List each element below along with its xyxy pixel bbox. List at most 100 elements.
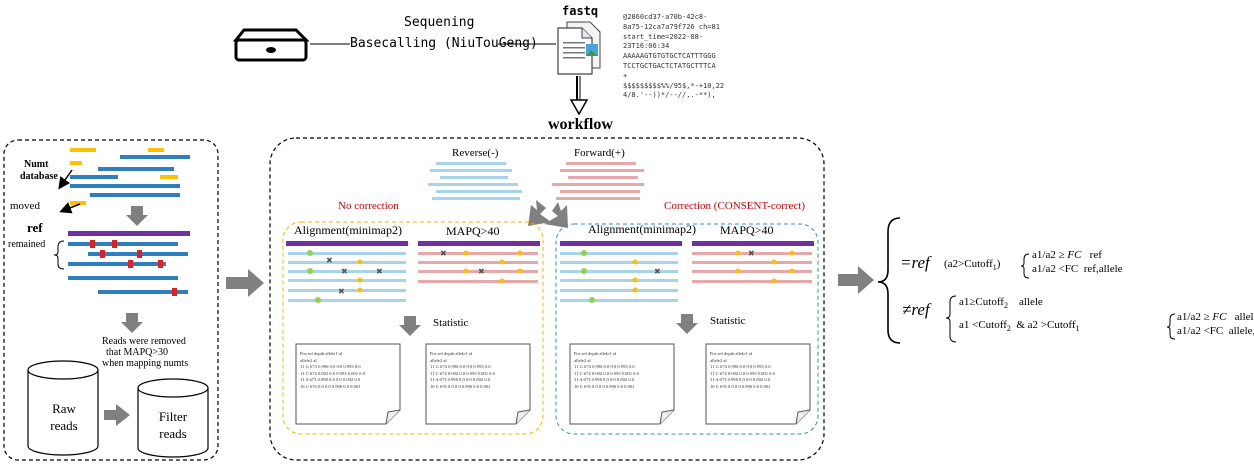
split-arrow-right: [544, 202, 568, 228]
neq-case-2-sub2: 1: [1075, 324, 1080, 334]
svg-text:✖: ✖: [338, 287, 345, 296]
fastq-record-line: TCCTGCTGACTCTATGCTTTCA: [623, 61, 716, 70]
c-mapq-reads: ✖: [692, 241, 814, 284]
neq-sub-case-2-rhs: allele,ref: [1228, 325, 1254, 337]
doc-table-header: Pos ref depth allele1 al: [710, 351, 753, 356]
svg-text:✖: ✖: [376, 267, 383, 276]
eq-condition-text: (a2>Cutoff: [944, 258, 993, 270]
left-down-arrow-1: [126, 206, 148, 226]
numt-arrow: [58, 169, 73, 190]
fastq-record-line: AAAAAGTGTGTGCTCATTTGGG: [623, 52, 716, 61]
doc-table-header: Pos ref depth allele1 al: [574, 351, 617, 356]
fastq-record-line: start_time=2022-08-: [623, 32, 704, 41]
fastq-record-line: 8a75-12ca7a79f726 ch=81: [623, 22, 720, 31]
filter-reads-label: Filter reads: [153, 408, 193, 442]
main-brace: [877, 217, 901, 344]
eq-case-1-lhs: a1/a2 ≥: [1032, 249, 1065, 261]
remained-brace: [53, 240, 65, 270]
middle-to-right-arrow: [838, 266, 874, 294]
remained-label: remained: [8, 239, 46, 250]
fastq-record-line: @2860cd37-a70b-42c8-: [623, 13, 708, 21]
split-arrow-left: [528, 200, 551, 226]
doc-page-4: [705, 343, 811, 425]
filter-reads-line-2: reads: [159, 426, 187, 441]
database-label: database: [20, 171, 58, 182]
c-statistic-arrow: [676, 314, 698, 334]
doc-table-row: 16 C 676 0.0 0.0 0.996 0.0 0.001: [574, 383, 635, 389]
neq-sub-case-1-lhs: a1/a2 ≥: [1177, 311, 1210, 323]
eq-case-1-fc: FC: [1067, 249, 1082, 261]
doc-table-header: Pos ref depth allele1 al: [430, 351, 473, 356]
doc-table-header-2: allele2 al: [300, 357, 317, 363]
neq-case-2-sub: 2: [1006, 324, 1011, 334]
doc-table-row: 11 A 673 0.998 0.0 0.0 0.002 0.0: [430, 377, 491, 382]
nc-mapq-label: MAPQ>40: [446, 224, 500, 238]
svg-text:✖: ✖: [748, 249, 755, 258]
raw-reads-label: Raw reads: [44, 400, 84, 434]
sequencer-icon: [232, 28, 310, 62]
filter-reads-cylinder: [137, 378, 209, 458]
doc-table-row: 11 G 673 0.996 0.0 0.0 0.993 0.0: [710, 364, 771, 369]
doc-table-row: 11 G 673 0.996 0.0 0.0 0.993 0.0: [300, 364, 361, 369]
eq-condition: (a2>Cutoff1): [944, 259, 1000, 272]
fastq-record-line: 23T16:06:34: [623, 42, 670, 51]
doc-table-header-2: allele2 al: [710, 357, 727, 363]
eq-ref-label: =ref: [900, 253, 930, 272]
neq-brace: [945, 295, 957, 343]
doc-table-row: 16 C 676 0.0 0.0 0.996 0.0 0.001: [430, 383, 491, 389]
doc-table-header-2: allele2 al: [574, 357, 591, 363]
eq-condition-close: ): [996, 258, 1001, 270]
neq-ref-label: ≠ref: [902, 300, 930, 319]
fastq-record-line: 4/8.'--))*/--//,.-**),: [623, 91, 716, 100]
raw-reads-line-2: reads: [50, 418, 78, 433]
forward-reads: [552, 162, 644, 200]
neq-case-1: a1≥Cutoff2 allele: [959, 297, 1043, 310]
neq-sub-case-2: a1/a2 <FC allele,ref: [1177, 326, 1254, 337]
neq-case-1-rhs: allele: [1018, 296, 1043, 308]
doc-table-header-2: allele2 al: [430, 357, 447, 363]
doc-table-row: 11 C 674 0.002 0.0 0.993 0.001 0.0: [430, 370, 495, 376]
neq-case-1-text: a1≥Cutoff: [959, 296, 1004, 308]
eq-case-1: a1/a2 ≥ FC ref: [1032, 250, 1102, 261]
correction-label: Correction (CONSENT-correct): [664, 200, 806, 212]
doc-table-row: 11 C 674 0.002 0.0 0.993 0.001 0.0: [300, 370, 365, 376]
workflow-title: workflow: [548, 116, 613, 133]
numt-label: Numt: [24, 159, 49, 170]
eq-case-1-rhs: ref: [1089, 249, 1102, 261]
correction-box: [555, 223, 819, 435]
no-correction-label: No correction: [338, 200, 399, 212]
left-to-middle-arrow: [226, 269, 264, 297]
removed-note-line-2: that MAPQ>30: [106, 347, 169, 358]
c-mapq-label: MAPQ>40: [720, 223, 774, 237]
eq-brace: [1020, 253, 1030, 279]
removed-note: Reads were removed that MAPQ>30 when map…: [102, 336, 188, 369]
ref-label: ref: [27, 220, 43, 235]
doc-table-row: 16 C 676 0.0 0.0 0.996 0.0 0.001: [300, 383, 361, 389]
fastq-down-arrow: [569, 76, 589, 116]
doc-table-row: 11 C 674 0.002 0.0 0.993 0.001 0.0: [574, 370, 639, 376]
doc-table-row: 11 A 673 0.998 0.0 0.0 0.002 0.0: [574, 377, 635, 382]
ref-bar: [68, 231, 190, 236]
svg-text:✖: ✖: [341, 267, 348, 276]
c-alignment-label: Alignment(minimap2): [588, 222, 696, 236]
moved-arrow: [59, 202, 81, 214]
svg-text:✖: ✖: [440, 249, 447, 258]
left-down-arrow-2: [121, 313, 143, 333]
numt-reads: [70, 148, 190, 205]
neq-sub-brace: [1166, 313, 1176, 340]
neq-case-2: a1 <Cutoff2 & a2 >Cutoff1: [959, 320, 1080, 333]
doc-table-row: 11 G 673 0.996 0.0 0.0 0.993 0.0: [430, 364, 491, 369]
moved-label: moved: [10, 200, 40, 212]
fastq-label: fastq: [562, 4, 599, 18]
filter-reads-line-1: Filter: [158, 409, 188, 424]
svg-text:✖: ✖: [478, 267, 485, 276]
raw-reads-line-1: Raw: [52, 401, 76, 416]
doc-table-row: 16 C 676 0.0 0.0 0.996 0.0 0.001: [710, 383, 771, 389]
fastq-file-icon: [557, 21, 601, 75]
